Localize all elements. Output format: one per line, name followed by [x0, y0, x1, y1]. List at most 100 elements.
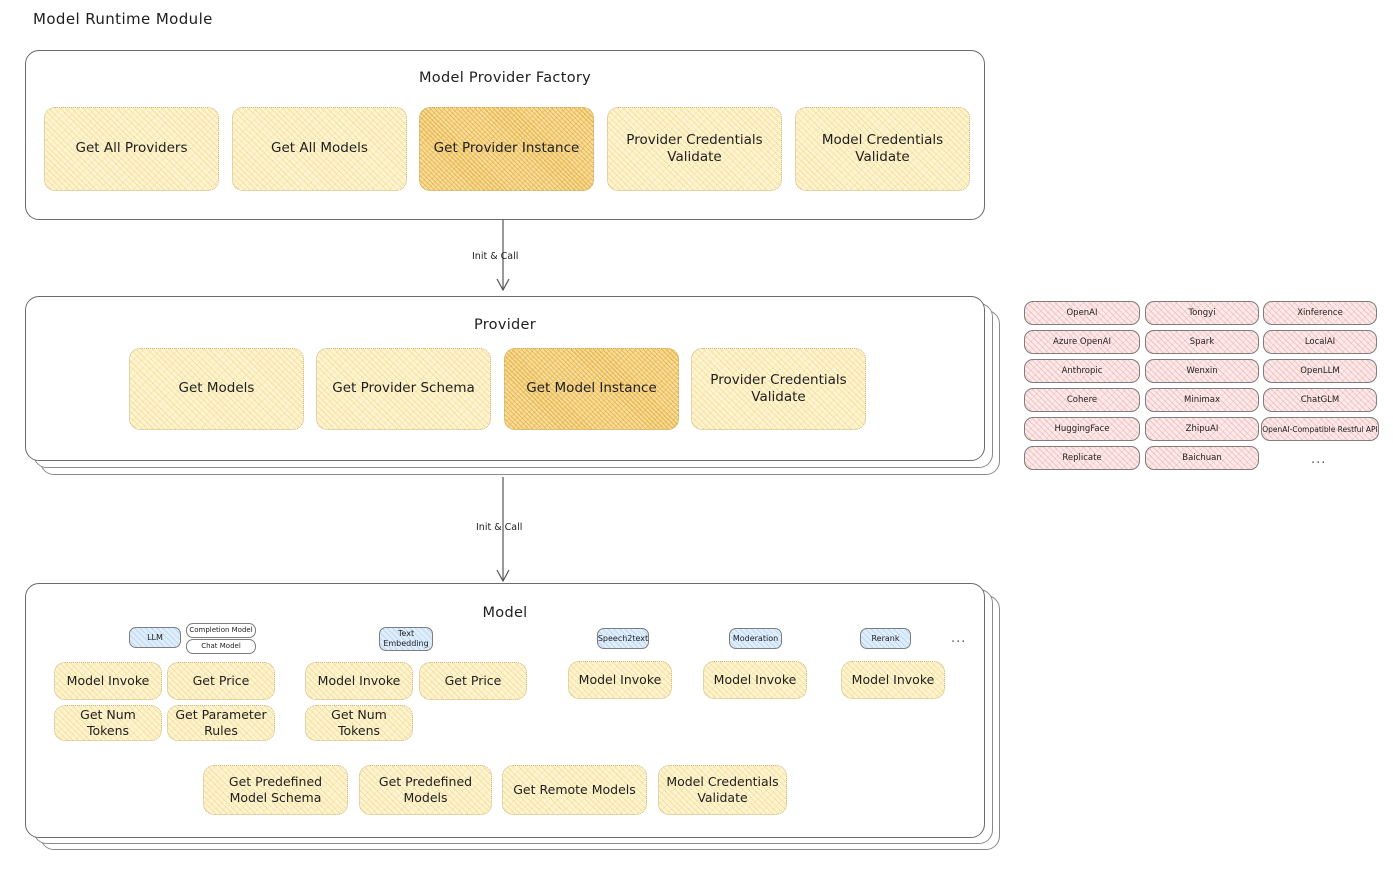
model-node-get-remote-models[interactable]: Get Remote Models: [502, 765, 647, 815]
chip-label: OpenLLM: [1300, 366, 1340, 376]
chip-label: Tongyi: [1188, 308, 1216, 318]
chip-label: ZhipuAI: [1185, 424, 1219, 434]
llm-node-get-num-tokens[interactable]: Get Num Tokens: [54, 705, 162, 741]
node-label: Model Invoke: [713, 672, 797, 687]
provider-title: Provider: [473, 317, 537, 333]
provider-chip-openllm[interactable]: OpenLLM: [1263, 359, 1377, 383]
provider-chip-minimax[interactable]: Minimax: [1145, 388, 1259, 412]
tag-label: Chat Model: [201, 642, 241, 651]
model-subtag-completion-model[interactable]: Completion Model: [186, 623, 256, 638]
provider-node-get-provider-schema[interactable]: Get Provider Schema: [316, 348, 491, 430]
tag-label: LLM: [147, 632, 163, 642]
moderation-node-model-invoke[interactable]: Model Invoke: [703, 661, 807, 699]
node-label: Get Predefined Model Schema: [228, 774, 323, 805]
node-label: Get Remote Models: [513, 782, 636, 797]
provider-node-get-model-instance[interactable]: Get Model Instance: [504, 348, 679, 430]
node-label: Get Parameter Rules: [175, 707, 267, 738]
model-title: Model: [482, 605, 528, 621]
provider-chip-wenxin[interactable]: Wenxin: [1145, 359, 1259, 383]
provider-chip-zhipuai[interactable]: ZhipuAI: [1145, 417, 1259, 441]
provider-chip-anthropic[interactable]: Anthropic: [1024, 359, 1140, 383]
provider-chip-localai[interactable]: LocalAI: [1263, 330, 1377, 354]
chip-label: Minimax: [1184, 395, 1220, 405]
node-label: Get Provider Schema: [332, 380, 475, 397]
provider-node-provider-credentials-validate[interactable]: Provider Credentials Validate: [691, 348, 866, 430]
factory-node-model-credentials-validate[interactable]: Model Credentials Validate: [795, 107, 970, 191]
node-label: Get Price: [192, 673, 250, 688]
chip-label: HuggingFace: [1054, 424, 1110, 434]
chip-label: Wenxin: [1186, 366, 1218, 376]
chip-label: Anthropic: [1061, 366, 1103, 376]
tag-label: Speech2text: [597, 633, 649, 643]
node-label: Model Credentials Validate: [666, 774, 779, 805]
node-label: Provider Credentials Validate: [626, 131, 763, 165]
provider-chip-azure-openai[interactable]: Azure OpenAI: [1024, 330, 1140, 354]
node-label: Get Num Tokens: [80, 707, 136, 738]
node-label: Get Models: [178, 380, 255, 397]
model-tag-moderation[interactable]: Moderation: [729, 628, 782, 649]
chip-label: Replicate: [1062, 453, 1102, 463]
model-tag-text-embedding[interactable]: Text Embedding: [379, 627, 433, 651]
node-label: Model Invoke: [66, 673, 150, 688]
llm-node-model-invoke[interactable]: Model Invoke: [54, 662, 162, 700]
provider-chip-tongyi[interactable]: Tongyi: [1145, 301, 1259, 325]
tag-label: Moderation: [732, 633, 779, 643]
chip-label: Azure OpenAI: [1053, 337, 1111, 347]
chip-label: Xinference: [1297, 308, 1343, 318]
factory-node-get-all-models[interactable]: Get All Models: [232, 107, 407, 191]
provider-list-more: ...: [1311, 452, 1327, 467]
model-node-get-predefined-model-schema[interactable]: Get Predefined Model Schema: [203, 765, 348, 815]
speech2text-node-model-invoke[interactable]: Model Invoke: [568, 661, 672, 699]
node-label: Get Provider Instance: [433, 140, 580, 157]
rerank-node-model-invoke[interactable]: Model Invoke: [841, 661, 945, 699]
chip-label: Cohere: [1066, 395, 1098, 405]
model-groups-more: ...: [951, 631, 967, 646]
chip-label: Baichuan: [1182, 453, 1222, 463]
chip-label: Spark: [1189, 337, 1215, 347]
page-title: Model Runtime Module: [33, 10, 213, 28]
factory-node-provider-credentials-validate[interactable]: Provider Credentials Validate: [607, 107, 782, 191]
provider-chip-xinference[interactable]: Xinference: [1263, 301, 1377, 325]
model-node-model-credentials-validate[interactable]: Model Credentials Validate: [658, 765, 787, 815]
model-tag-rerank[interactable]: Rerank: [860, 628, 911, 649]
llm-node-get-parameter-rules[interactable]: Get Parameter Rules: [167, 705, 275, 741]
node-label: Get Predefined Models: [378, 774, 473, 805]
node-label: Get All Providers: [75, 140, 188, 157]
node-label: Model Invoke: [578, 672, 662, 687]
arrow-label-1: Init & Call: [472, 251, 519, 262]
text-embedding-node-get-price[interactable]: Get Price: [419, 662, 527, 700]
provider-chip-replicate[interactable]: Replicate: [1024, 446, 1140, 470]
node-label: Provider Credentials Validate: [710, 371, 847, 405]
factory-node-get-provider-instance[interactable]: Get Provider Instance: [419, 107, 594, 191]
arrow-label-2: Init & Call: [476, 522, 523, 533]
tag-label: Completion Model: [189, 626, 253, 635]
text-embedding-node-model-invoke[interactable]: Model Invoke: [305, 662, 413, 700]
factory-node-get-all-providers[interactable]: Get All Providers: [44, 107, 219, 191]
node-label: Model Invoke: [851, 672, 935, 687]
provider-chip-baichuan[interactable]: Baichuan: [1145, 446, 1259, 470]
provider-chip-huggingface[interactable]: HuggingFace: [1024, 417, 1140, 441]
provider-node-get-models[interactable]: Get Models: [129, 348, 304, 430]
provider-chip-cohere[interactable]: Cohere: [1024, 388, 1140, 412]
llm-node-get-price[interactable]: Get Price: [167, 662, 275, 700]
model-tag-llm[interactable]: LLM: [129, 627, 181, 648]
provider-chip-spark[interactable]: Spark: [1145, 330, 1259, 354]
tag-label: Rerank: [871, 633, 900, 643]
chip-label: LocalAI: [1304, 337, 1336, 347]
chip-label: OpenAI: [1066, 308, 1098, 318]
provider-chip-openai-compatible-restful-api[interactable]: OpenAI-Compatible Restful API: [1261, 417, 1379, 441]
node-label: Get All Models: [271, 140, 368, 157]
node-label: Get Num Tokens: [331, 707, 387, 738]
text-embedding-node-get-num-tokens[interactable]: Get Num Tokens: [305, 705, 413, 741]
node-label: Model Invoke: [317, 673, 401, 688]
factory-title: Model Provider Factory: [418, 70, 592, 86]
provider-chip-chatglm[interactable]: ChatGLM: [1263, 388, 1377, 412]
model-tag-speech2text[interactable]: Speech2text: [597, 628, 649, 649]
provider-chip-openai[interactable]: OpenAI: [1024, 301, 1140, 325]
model-node-get-predefined-models[interactable]: Get Predefined Models: [359, 765, 492, 815]
node-label: Get Price: [444, 673, 502, 688]
model-subtag-chat-model[interactable]: Chat Model: [186, 639, 256, 654]
tag-label: Text Embedding: [383, 629, 429, 648]
node-label: Model Credentials Validate: [821, 131, 944, 165]
node-label: Get Model Instance: [526, 380, 657, 397]
